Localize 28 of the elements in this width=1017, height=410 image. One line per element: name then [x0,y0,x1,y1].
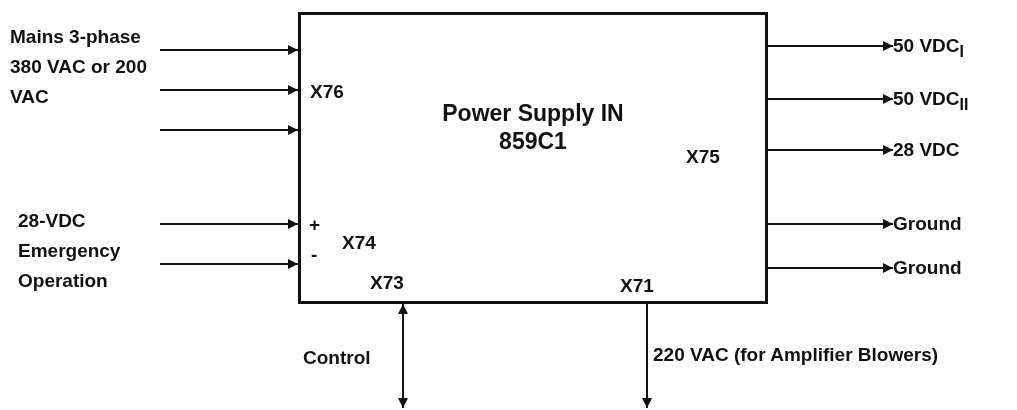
arrow [159,219,299,229]
connector-label: X74 [342,231,376,255]
arrow [767,41,894,51]
signal-label: 50 VDC$_{II}$ [893,84,969,120]
arrow [767,94,894,104]
arrow [767,263,894,273]
arrow [159,45,299,55]
signal-label: Ground [893,209,962,239]
arrow [767,145,894,155]
connector-label: X71 [620,274,654,298]
connector-label: X73 [370,271,404,295]
arrow [159,259,299,269]
block-title: Power Supply IN 859C1 [441,99,625,155]
signal-label: Ground [893,253,962,283]
signal-label: Mains 3-phase 380 VAC or 200 VAC [10,22,160,112]
connector-label: X75 [686,145,720,169]
signal-label: 28 VDC [893,135,960,165]
arrow [642,303,652,409]
arrow [767,219,894,229]
signal-label: 28-VDC Emergency Operation [18,206,160,296]
arrow [159,125,299,135]
arrow [398,303,408,409]
connector-label: + [309,213,321,237]
arrow [159,85,299,95]
connector-label: X76 [310,80,344,104]
component-block [298,12,768,304]
connector-label: - [311,243,318,267]
signal-label: 50 VDC$_{I}$ [893,31,964,67]
